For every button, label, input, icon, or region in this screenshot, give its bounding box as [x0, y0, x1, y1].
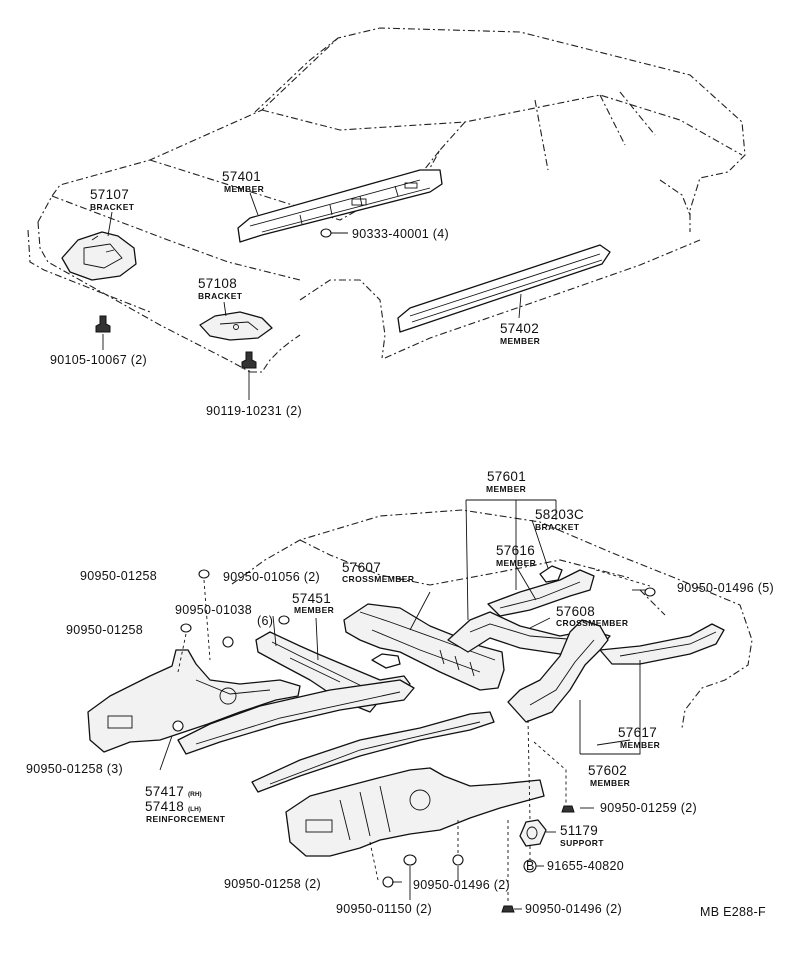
- member-57402-part[interactable]: [397, 244, 611, 333]
- bolt-90105-icon: [95, 315, 111, 333]
- label-90950-01259: 90950-01259 (2): [600, 801, 697, 815]
- label-57108: 57108: [198, 276, 237, 291]
- name-58203c: BRACKET: [535, 522, 580, 532]
- bolt-90119-icon: [241, 351, 257, 369]
- bracket-58203c-part[interactable]: [539, 565, 563, 583]
- label-90950-01038: 90950-01038: [175, 603, 252, 617]
- label-90119-10231: 90119-10231 (2): [206, 404, 302, 418]
- member-57617-part[interactable]: [599, 623, 725, 665]
- drawing-code: MB E288-F: [700, 905, 766, 919]
- grommet-01056-icon: [278, 615, 290, 625]
- label-90950-01038-qty: (6): [257, 614, 273, 628]
- side-57417: (RH): [188, 791, 202, 798]
- member-57616-part[interactable]: [487, 569, 595, 617]
- side-57418: (LH): [188, 806, 201, 813]
- side-member-lh-part[interactable]: [251, 711, 495, 793]
- grommet-01496-b-icon: [452, 854, 464, 866]
- label-90950-01258-c: 90950-01258 (3): [26, 762, 123, 776]
- bracket-57108-part[interactable]: [199, 311, 273, 341]
- reinforcement-57417-part[interactable]: [87, 649, 301, 753]
- grommet-01258-b-icon: [180, 623, 192, 633]
- support-51179-part[interactable]: [519, 819, 547, 847]
- upper-labels: 57401 MEMBER 57107 BRACKET 57108 BRACKET…: [50, 169, 540, 418]
- name-57616: MEMBER: [496, 558, 536, 568]
- badge-b: B: [526, 859, 535, 873]
- label-57601: 57601: [487, 469, 526, 484]
- label-90950-01496-c: 90950-01496 (2): [525, 902, 622, 916]
- label-58203c: 58203C: [535, 507, 584, 522]
- label-90105-10067: 90105-10067 (2): [50, 353, 147, 367]
- name-57402: MEMBER: [500, 336, 540, 346]
- member-57602-part[interactable]: [507, 619, 609, 723]
- label-57418: 57418: [145, 799, 184, 814]
- label-90950-01258-a: 90950-01258: [80, 569, 157, 583]
- label-90950-01056: 90950-01056 (2): [223, 570, 320, 584]
- name-57602: MEMBER: [590, 778, 630, 788]
- bracket-57107-part[interactable]: [61, 231, 137, 281]
- label-57616: 57616: [496, 543, 535, 558]
- name-57451: MEMBER: [294, 605, 334, 615]
- upper-leader-lines: [102, 192, 522, 400]
- label-91655-40820: 91655-40820: [547, 859, 624, 873]
- name-57601: MEMBER: [486, 484, 526, 494]
- name-57107: BRACKET: [90, 202, 135, 212]
- label-57417: 57417: [145, 784, 184, 799]
- label-57107: 57107: [90, 187, 129, 202]
- lower-leader-lines: [159, 499, 651, 910]
- label-57607: 57607: [342, 560, 381, 575]
- grommet-01038-icon: [222, 636, 234, 648]
- name-57417-57418: REINFORCEMENT: [146, 814, 226, 824]
- name-57617: MEMBER: [620, 740, 660, 750]
- grommet-01258-c-icon: [172, 720, 184, 732]
- label-90333-40001: 90333-40001 (4): [352, 227, 449, 241]
- grommet-01258-d-icon: [382, 876, 394, 888]
- label-90950-01258-d: 90950-01258 (2): [224, 877, 321, 891]
- label-57617: 57617: [618, 725, 657, 740]
- name-57401: MEMBER: [224, 184, 264, 194]
- nut-01496-c-icon: [501, 905, 515, 913]
- label-51179: 51179: [560, 823, 598, 838]
- label-90950-01496-a: 90950-01496 (5): [677, 581, 774, 595]
- label-57451: 57451: [292, 591, 331, 606]
- name-51179: SUPPORT: [560, 838, 604, 848]
- side-member-rh-part[interactable]: [285, 767, 545, 857]
- grommet-01258-a-icon: [198, 569, 210, 579]
- label-57602: 57602: [588, 763, 627, 778]
- label-90950-01150: 90950-01150 (2): [336, 902, 432, 916]
- clip-90333-icon: [320, 228, 332, 238]
- reinforcement-57418-part[interactable]: [177, 679, 415, 755]
- label-57608: 57608: [556, 604, 595, 619]
- label-90950-01258-b: 90950-01258: [66, 623, 143, 637]
- name-57108: BRACKET: [198, 291, 243, 301]
- name-57608: CROSSMEMBER: [556, 618, 628, 628]
- member-57401-part[interactable]: [237, 169, 443, 243]
- lower-fasteners: [172, 569, 656, 913]
- label-90950-01496-b: 90950-01496 (2): [413, 878, 510, 892]
- nut-01259-icon: [561, 805, 575, 813]
- label-57402: 57402: [500, 321, 539, 336]
- grommet-01496-a-icon: [644, 587, 656, 597]
- grommet-01150-icon: [403, 854, 417, 866]
- name-57607: CROSSMEMBER: [342, 574, 414, 584]
- lower-labels: 57601 MEMBER 58203C BRACKET 57616 MEMBER…: [26, 469, 774, 919]
- lower-car-body-outline: [231, 509, 753, 729]
- label-57401: 57401: [222, 169, 261, 184]
